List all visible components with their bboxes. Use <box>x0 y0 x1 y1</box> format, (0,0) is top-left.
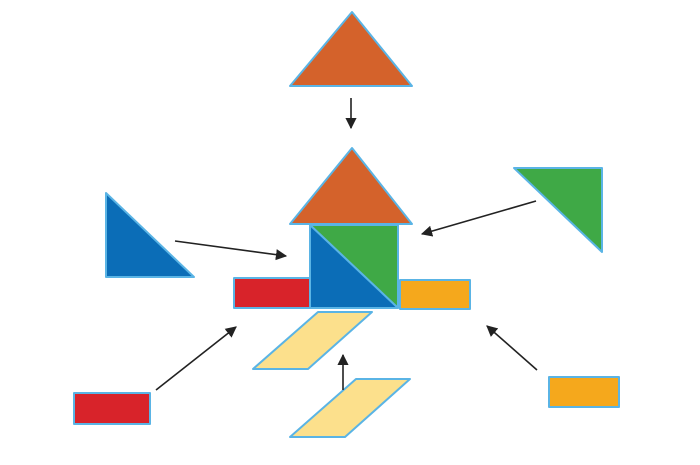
house-blue-triangle <box>309 224 399 309</box>
house-roof-orange-triangle <box>289 147 413 225</box>
house-amber-rectangle <box>399 279 471 310</box>
arrow-from-red-rectangle <box>155 326 237 391</box>
loose-blue-triangle <box>105 192 195 278</box>
loose-green-triangle <box>513 167 603 253</box>
house-yellow-parallelogram <box>252 311 373 370</box>
loose-yellow-parallelogram <box>289 378 411 438</box>
loose-red-rectangle <box>73 392 151 425</box>
loose-orange-triangle <box>289 11 413 87</box>
arrow-from-green-triangle <box>420 200 537 237</box>
arrow-from-blue-triangle <box>174 240 288 261</box>
arrow-from-amber-rectangle <box>486 325 538 371</box>
loose-amber-rectangle <box>548 376 620 408</box>
house-red-rectangle <box>233 277 311 309</box>
